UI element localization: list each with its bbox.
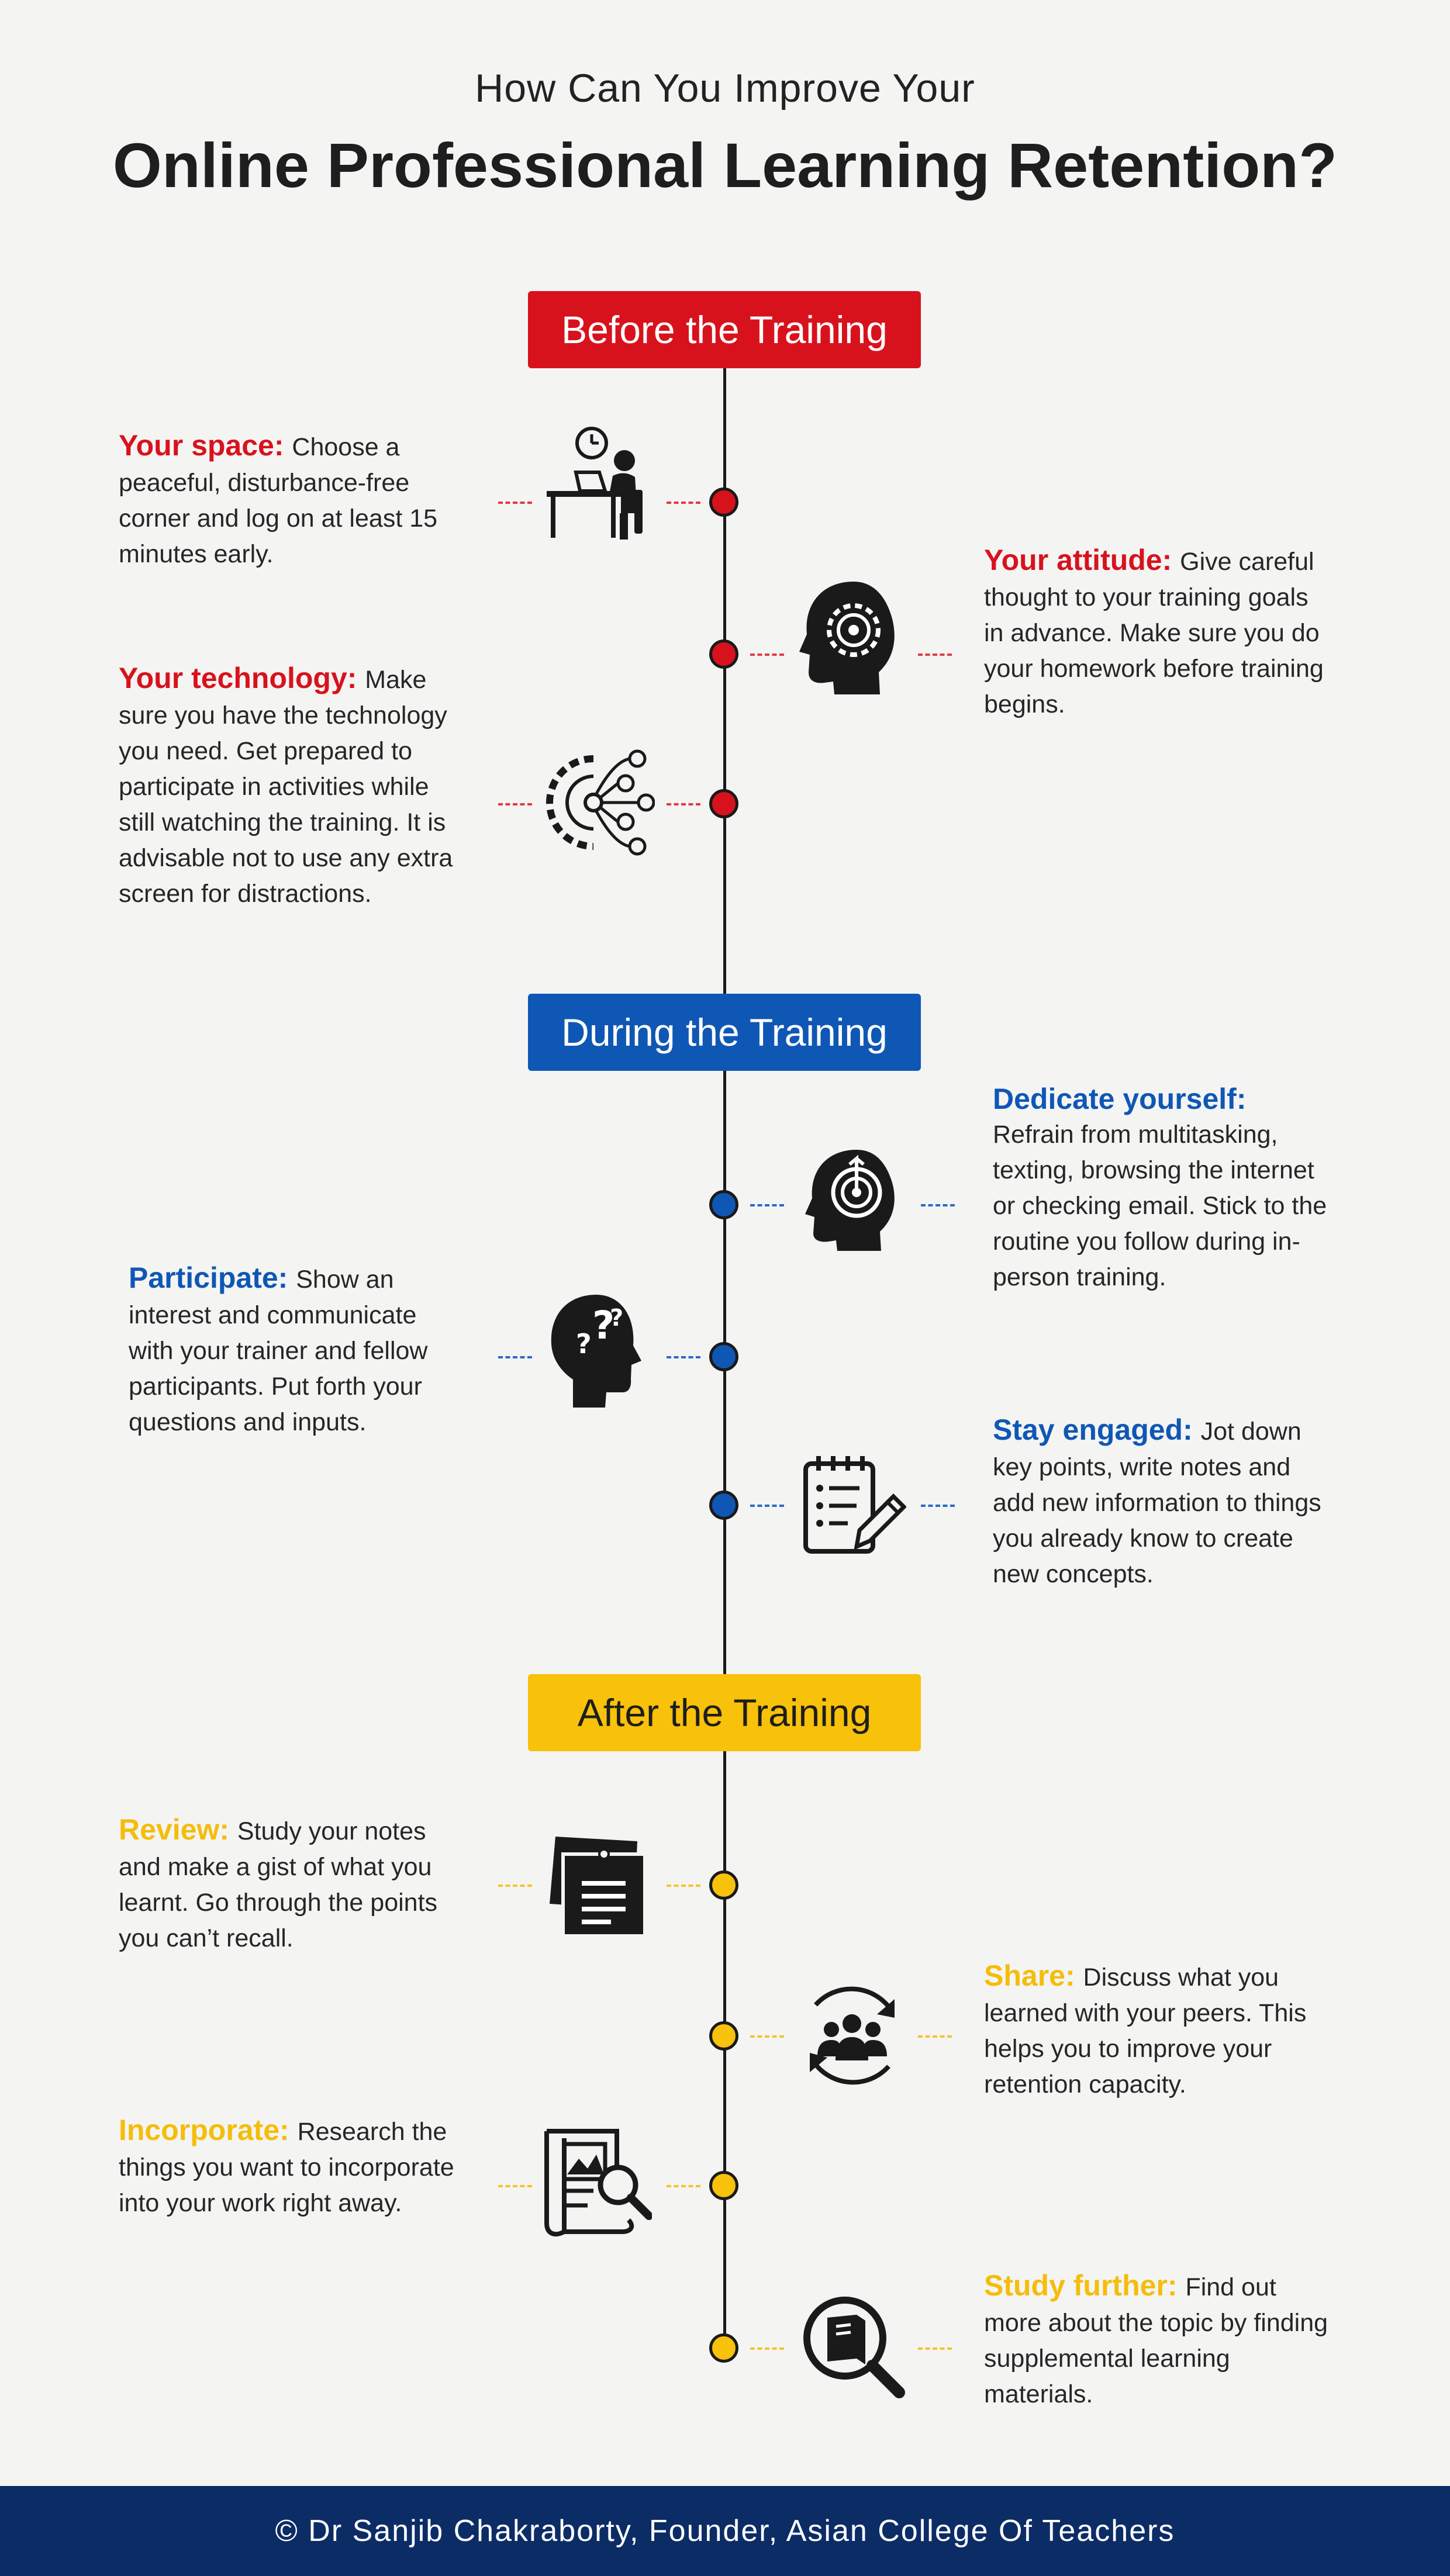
connector-dash — [918, 653, 952, 656]
connector-dash — [498, 502, 532, 504]
footer-credit: © Dr Sanjib Chakraborty, Founder, Asian … — [0, 2486, 1450, 2576]
card-review: Review: Study your notes and make a gist… — [119, 1812, 464, 1956]
card-body: Give careful thought to your training go… — [984, 548, 1324, 718]
page-title: Online Professional Learning Retention? — [112, 130, 1338, 200]
svg-text:?: ? — [610, 1305, 623, 1332]
connector-dash — [750, 2347, 784, 2350]
card-heading: Your attitude: — [984, 544, 1180, 576]
card-body: Research the things you want to incorpor… — [119, 2118, 454, 2217]
connector-dash — [750, 2035, 784, 2038]
timeline-dot — [709, 2021, 738, 2051]
connector-dash — [750, 1204, 784, 1206]
head-gear-icon — [798, 579, 897, 696]
book-search-icon — [801, 2294, 906, 2399]
section-during-training: During the Training — [528, 994, 921, 1071]
svg-text:?: ? — [592, 1303, 614, 1348]
head-question-icon: ? ? ? — [547, 1292, 646, 1409]
connector-dash — [498, 1356, 532, 1358]
svg-text:?: ? — [576, 1328, 592, 1360]
card-stay-engaged: Stay engaged: Jot down key points, write… — [993, 1412, 1332, 1592]
card-heading: Share: — [984, 1959, 1083, 1992]
card-your-space: Your space: Choose a peaceful, disturban… — [119, 428, 469, 572]
timeline-dot — [709, 1870, 738, 1900]
connector-dash — [750, 1505, 784, 1507]
card-body: Study your notes and make a gist of what… — [119, 1817, 438, 1952]
connector-dash — [750, 653, 784, 656]
connector-dash — [498, 803, 532, 805]
desk-clock-icon — [544, 426, 655, 542]
timeline-dot — [709, 1342, 738, 1371]
connector-dash — [667, 1356, 700, 1358]
card-heading: Study further: — [984, 2269, 1186, 2302]
page-subtitle: How Can You Improve Your — [475, 66, 975, 110]
notepad-pencil-icon — [801, 1453, 906, 1558]
timeline-dot — [709, 639, 738, 669]
card-body: Choose a peaceful, disturbance-free corn… — [119, 433, 438, 568]
card-heading: Dedicate yourself: — [993, 1083, 1247, 1115]
timeline-dot — [709, 2333, 738, 2363]
card-body: Make sure you have the technology you ne… — [119, 666, 453, 908]
head-target-icon — [804, 1147, 897, 1252]
connector-dash — [918, 2035, 952, 2038]
connector-dash — [918, 2347, 952, 2350]
card-body: Find out more about the topic by finding… — [984, 2273, 1328, 2408]
gear-network-icon — [538, 747, 655, 858]
card-your-attitude: Your attitude: Give careful thought to y… — [984, 542, 1329, 722]
card-body: Jot down key points, write notes and add… — [993, 1417, 1321, 1588]
connector-dash — [667, 2185, 700, 2187]
connector-dash — [921, 1505, 955, 1507]
card-heading: Stay engaged: — [993, 1413, 1201, 1446]
connector-dash — [667, 803, 700, 805]
connector-dash — [498, 1885, 532, 1887]
card-your-technology: Your technology: Make sure you have the … — [119, 661, 464, 912]
card-heading: Your space: — [119, 429, 292, 462]
group-cycle-icon — [798, 1982, 906, 2090]
timeline-dot — [709, 1190, 738, 1219]
timeline-dot — [709, 487, 738, 517]
card-participate: Participate: Show an interest and commun… — [129, 1260, 468, 1440]
document-search-icon — [541, 2127, 652, 2240]
card-body: Discuss what you learned with your peers… — [984, 1963, 1307, 2098]
card-share: Share: Discuss what you learned with you… — [984, 1958, 1335, 2103]
card-body: Refrain from multitasking, texting, brow… — [993, 1121, 1327, 1291]
connector-dash — [667, 1885, 700, 1887]
card-heading: Your technology: — [119, 662, 365, 694]
connector-dash — [921, 1204, 955, 1206]
card-study-further: Study further: Find out more about the t… — [984, 2268, 1335, 2412]
card-heading: Incorporate: — [119, 2114, 298, 2146]
card-body: Show an interest and communicate with yo… — [129, 1265, 428, 1436]
timeline-dot — [709, 1491, 738, 1520]
card-dedicate-yourself: Dedicate yourself: Refrain from multitas… — [993, 1081, 1332, 1295]
card-heading: Participate: — [129, 1261, 296, 1294]
timeline-dot — [709, 789, 738, 818]
connector-dash — [667, 502, 700, 504]
timeline-dot — [709, 2171, 738, 2200]
section-before-training: Before the Training — [528, 291, 921, 368]
card-heading: Review: — [119, 1813, 237, 1846]
section-after-training: After the Training — [528, 1674, 921, 1751]
card-incorporate: Incorporate: Research the things you wan… — [119, 2112, 464, 2221]
connector-dash — [498, 2185, 532, 2187]
notes-stack-icon — [547, 1831, 652, 1939]
